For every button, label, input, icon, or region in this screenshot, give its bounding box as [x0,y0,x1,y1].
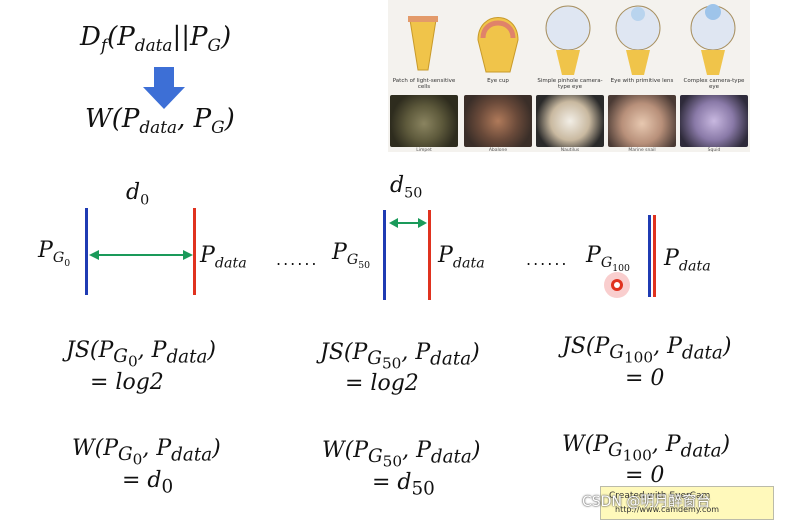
w-value-100: = 0 [625,463,665,488]
js-expression-0: JS(PG0, Pdata) [66,338,216,372]
photo-caption-marine-snail: Marine snail [628,148,656,153]
photo-caption-abalone: Abalone [488,148,508,153]
caption-patch: Patch of light-sensitive cells [392,78,456,91]
pg0-label: PG0 [38,238,71,270]
photo-caption-nautilus: Nautilus [560,148,580,153]
pg100-line [648,215,651,297]
pdata-label-3: Pdata [664,246,711,275]
pg50-line [383,210,386,300]
wasserstein-formula: W(Pdata, PG) [85,104,235,138]
pdata-label-1: Pdata [200,243,247,272]
d50-label: d50 [390,173,423,202]
w-expression-50: W(PG50, Pdata) [322,438,481,472]
csdn-watermark: CSDN @明月醉窗台 [582,494,711,510]
squid-photo [680,95,748,147]
nautilus-photo [536,95,604,147]
abalone-photo [464,95,532,147]
caption-eye-cup: Eye cup [487,78,509,84]
photo-caption-limpet: Limpet [416,148,432,153]
down-arrow-icon [143,67,185,109]
caption-complex: Complex camera-type eye [683,78,745,91]
pg0-line [85,208,88,295]
ellipsis-2: ...... [526,250,569,269]
pg100-label: PG100 [586,243,630,275]
pdata-line-1 [193,208,196,295]
caption-pinhole: Simple pinhole camera-type eye [537,78,603,91]
caption-primitive-lens: Eye with primitive lens [610,78,674,84]
limpet-photo [390,95,458,147]
d0-double-arrow-icon [89,250,193,260]
eye-evolution-figure: Patch of light-sensitive cells Eye cup S… [388,0,750,153]
d50-double-arrow-icon [389,218,427,228]
js-value-100: = 0 [625,366,665,391]
photo-caption-squid: Squid [707,148,721,153]
evercam-watermark: Created with EverCam http://www.camdemy.… [600,486,774,520]
w-value-50: = d50 [372,470,435,500]
pdata-line-2 [428,210,431,300]
w-expression-0: W(PG0, Pdata) [72,436,221,470]
cursor-highlight-icon [604,272,630,298]
pdata-line-3 [653,215,656,297]
pdata-label-2: Pdata [438,243,485,272]
js-value-50: = log2 [345,371,419,396]
marine-snail-photo [608,95,676,147]
js-expression-100: JS(PG100, Pdata) [562,334,732,368]
ellipsis-1: ...... [276,250,319,269]
w-value-0: = d0 [122,468,174,498]
js-expression-50: JS(PG50, Pdata) [320,340,480,374]
d0-label: d0 [126,180,150,209]
w-expression-100: W(PG100, Pdata) [562,432,731,466]
js-value-0: = log2 [90,370,164,395]
pg50-label: PG50 [332,240,371,272]
divergence-formula: Df(Pdata||PG) [80,22,232,56]
